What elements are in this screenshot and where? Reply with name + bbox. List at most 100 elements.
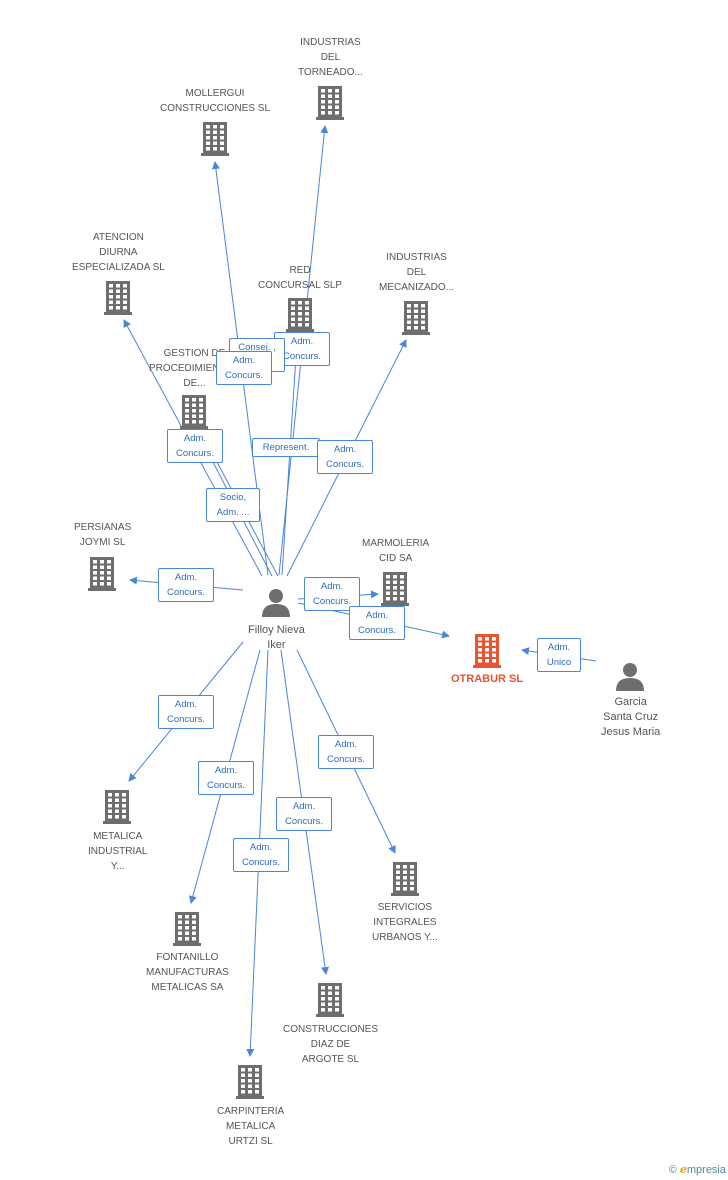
name-line: DE...	[183, 378, 206, 389]
building-icon[interactable]	[172, 912, 202, 951]
name-line: SERVICIOS	[377, 902, 433, 913]
relation-label-line: Consej. ,	[238, 342, 276, 353]
name-line: FONTANILLO	[156, 952, 219, 963]
name-line: CONSTRUCCIONES SL	[160, 103, 271, 114]
person-icon[interactable]	[261, 587, 291, 622]
company-name-main[interactable]: OTRABUR SL	[451, 672, 523, 687]
building-icon[interactable]	[200, 122, 230, 161]
relation-label-line: Concurs.	[357, 625, 396, 636]
name-line: JOYMI SL	[79, 537, 126, 548]
relation-label-line: Adm. ...	[216, 507, 250, 518]
edge-center-to-red-concursal	[281, 339, 301, 576]
company-name-mollergui[interactable]: MOLLERGUI CONSTRUCCIONES SL	[160, 86, 270, 116]
name-line: METALICA	[225, 1121, 276, 1132]
company-name-construcciones-diaz[interactable]: CONSTRUCCIONES DIAZ DE ARGOTE SL	[283, 1022, 378, 1067]
relation-label[interactable]: Adm. Concurs.	[318, 735, 374, 769]
name-line: METALICAS SA	[151, 982, 224, 993]
relation-label-line: Concurs.	[224, 370, 263, 381]
relation-label[interactable]: Adm. Concurs.	[233, 838, 289, 872]
company-name-gestion[interactable]: GESTION DE PROCEDIMIENTOS DE...	[149, 346, 240, 391]
relation-label-line: Unico	[546, 657, 572, 668]
name-line: Filloy Nieva	[248, 624, 305, 636]
relation-label[interactable]: Socio,Adm. ...	[206, 488, 260, 522]
relation-label-line: Adm.	[334, 739, 358, 750]
company-name-servicios[interactable]: SERVICIOS INTEGRALES URBANOS Y...	[372, 900, 438, 945]
company-name-red-concursal[interactable]: RED CONCURSAL SLP	[258, 263, 342, 293]
name-line: DEL	[320, 52, 341, 63]
name-line: INDUSTRIAL	[88, 846, 148, 857]
name-line: MARMOLERIA	[362, 538, 430, 549]
name-line: MECANIZADO...	[379, 282, 455, 293]
relation-label-line: Concurs.	[241, 857, 280, 868]
building-icon[interactable]	[87, 557, 117, 596]
building-icon[interactable]	[315, 983, 345, 1022]
main-company-building-icon[interactable]	[472, 634, 502, 673]
relation-label[interactable]: Adm.Concurs.	[304, 577, 360, 611]
relation-label[interactable]: Adm. Concurs.	[198, 761, 254, 795]
relation-label-line: Concurs.	[166, 714, 205, 725]
person-icon[interactable]	[615, 661, 645, 696]
building-icon[interactable]	[401, 301, 431, 340]
name-line: DEL	[406, 267, 427, 278]
building-icon[interactable]	[179, 395, 209, 434]
relation-label-line: Adm.	[292, 801, 316, 812]
relation-label[interactable]: Represent.	[252, 438, 320, 457]
relation-label-line: Adm.	[232, 355, 256, 366]
relation-label[interactable]: Adm.Concurs.	[349, 606, 405, 640]
name-line: DIAZ DE	[310, 1039, 351, 1050]
building-icon[interactable]	[315, 86, 345, 125]
relation-label-line: Concurs.	[206, 780, 245, 791]
building-icon[interactable]	[285, 298, 315, 337]
name-line: METALICA	[93, 831, 143, 842]
footer-brand: © empresia	[669, 1163, 726, 1176]
relation-label-line: Concurs.	[282, 351, 321, 362]
name-line: Garcia	[614, 696, 647, 708]
relation-label-line: Concurs.	[166, 587, 205, 598]
relation-label-line: Adm.	[174, 699, 198, 710]
relation-label-line: Adm.	[249, 842, 273, 853]
relation-label[interactable]: Adm.Concurs.	[276, 797, 332, 831]
relation-label-line: Adm.	[214, 765, 238, 776]
name-line: ARGOTE SL	[301, 1054, 360, 1065]
name-line: Santa Cruz	[603, 711, 659, 723]
brand-name: mpresia	[686, 1164, 726, 1176]
building-icon[interactable]	[235, 1065, 265, 1104]
company-name-persianas[interactable]: PERSIANAS JOYMI SL	[74, 520, 131, 550]
name-line: URBANOS Y...	[372, 932, 438, 943]
name-line: CONCURSAL SLP	[258, 280, 343, 291]
relation-label-line: Adm.	[183, 433, 207, 444]
building-icon[interactable]	[103, 281, 133, 320]
relation-label-line: Concurs.	[175, 448, 214, 459]
building-icon[interactable]	[380, 572, 410, 611]
name-line: GESTION DE	[163, 348, 226, 359]
relation-label[interactable]: Adm. Concurs.	[158, 695, 214, 729]
building-icon[interactable]	[390, 862, 420, 901]
relation-label[interactable]: Adm.Concurs.	[158, 568, 214, 602]
building-icon[interactable]	[102, 790, 132, 829]
name-line: PROCEDIMIENTOS	[149, 363, 240, 374]
relation-label[interactable]: Adm. Concurs.	[167, 429, 223, 463]
name-line: MOLLERGUI	[185, 88, 245, 99]
name-line: CARPINTERIA	[217, 1106, 285, 1117]
name-line: OTRABUR SL	[451, 673, 524, 685]
relation-label-line: Adm.	[320, 581, 344, 592]
name-line: CONSTRUCCIONES	[283, 1024, 379, 1035]
relation-label-line: Concurs.	[326, 754, 365, 765]
relation-label[interactable]: Adm.Concurs.	[317, 440, 373, 474]
name-line: PERSIANAS	[74, 522, 132, 533]
name-line: RED	[289, 265, 311, 276]
relation-label[interactable]: Adm. Concurs.	[216, 351, 272, 385]
name-line: URTZI SL	[228, 1136, 273, 1147]
company-name-carpinteria[interactable]: CARPINTERIA METALICA URTZI SL	[217, 1104, 284, 1149]
name-line: INDUSTRIAS	[300, 37, 361, 48]
relation-label[interactable]: Adm.Unico	[537, 638, 581, 672]
name-line: INTEGRALES	[373, 917, 437, 928]
